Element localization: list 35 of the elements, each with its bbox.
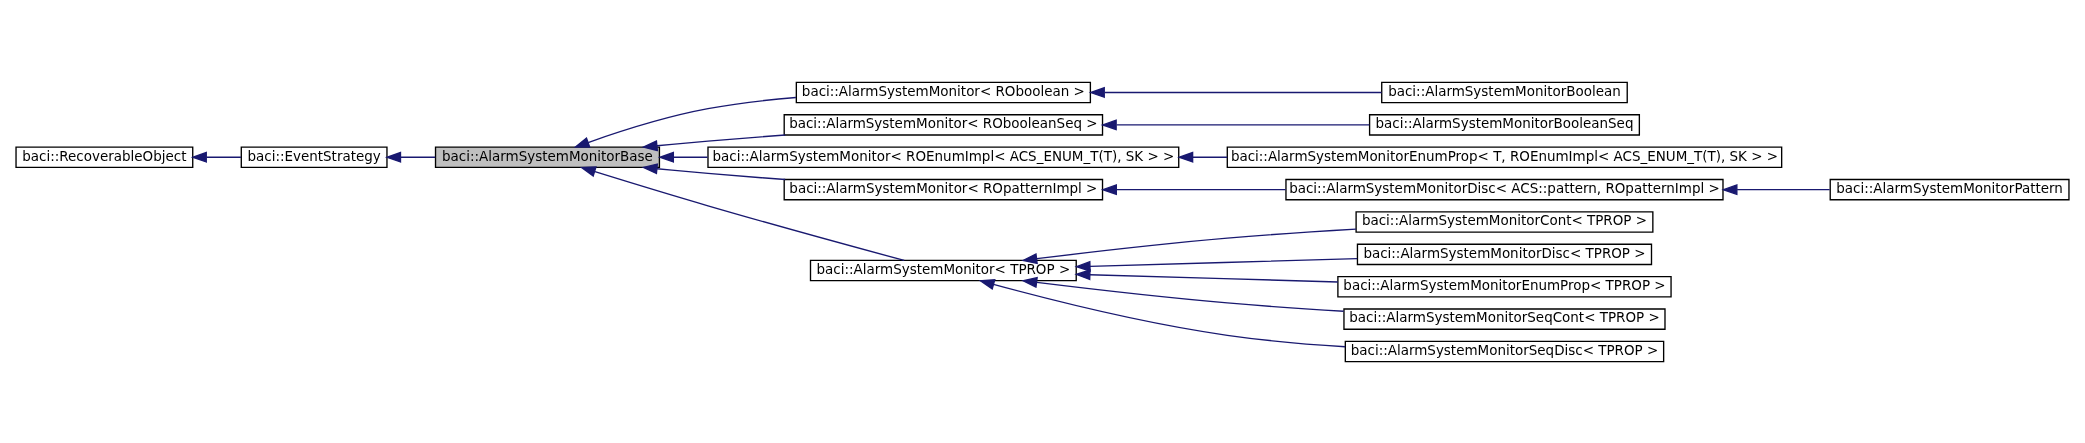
node-box: baci::AlarmSystemMonitor< RObooleanSeq > [783, 113, 1104, 136]
node-box: baci::AlarmSystemMonitorPattern [1829, 178, 2070, 200]
arrow [1177, 151, 1228, 163]
node-box: baci::AlarmSystemMonitorEnumProp< TPROP > [1337, 275, 1672, 298]
arrow [1100, 183, 1287, 195]
node-box: baci::AlarmSystemMonitorBooleanSeq [1368, 113, 1641, 136]
node-box: baci::AlarmSystemMonitor< ROboolean > [795, 81, 1092, 103]
arrow [641, 162, 786, 180]
arrow [1721, 183, 1831, 195]
node-box: baci::EventStrategy [240, 145, 388, 168]
node-box: baci::AlarmSystemMonitorDisc< TPROP > [1356, 243, 1653, 265]
arrow [1074, 257, 1358, 272]
node-box: baci::AlarmSystemMonitorCont< TPROP > [1355, 210, 1654, 233]
arrow [641, 133, 786, 151]
arrow [1074, 268, 1339, 283]
node-box: baci::AlarmSystemMonitor< ROEnumImpl< ACS_ENUM_T(T), SK > > [707, 145, 1180, 168]
arrow [1021, 227, 1357, 264]
arrow [1100, 118, 1371, 131]
arrow [190, 151, 242, 163]
node-box: baci::AlarmSystemMonitorDisc< ACS::pattern, ROpatternImpl > [1285, 178, 1724, 200]
node-box: baci::AlarmSystemMonitorEnumProp< T, ROEnumImpl< ACS_ENUM_T(T), SK > > [1226, 145, 1783, 168]
arrow [579, 165, 905, 261]
arrow [384, 151, 436, 163]
arrow [978, 278, 1346, 347]
node-box: baci::AlarmSystemMonitorBase [434, 145, 661, 168]
node-box: baci::AlarmSystemMonitorSeqCont< TPROP > [1343, 307, 1666, 330]
node-box: baci::AlarmSystemMonitorSeqDisc< TPROP > [1344, 340, 1665, 362]
arrow [657, 151, 709, 163]
arrow [573, 96, 797, 148]
node-box: baci::AlarmSystemMonitor< ROpatternImpl > [783, 178, 1104, 200]
arrow [1021, 276, 1345, 312]
arrow [1088, 86, 1383, 98]
node-box: baci::AlarmSystemMonitor< TPROP > [809, 259, 1077, 281]
node-box: baci::AlarmSystemMonitorBoolean [1381, 81, 1628, 103]
node-box: baci::RecoverableObject [15, 145, 194, 168]
